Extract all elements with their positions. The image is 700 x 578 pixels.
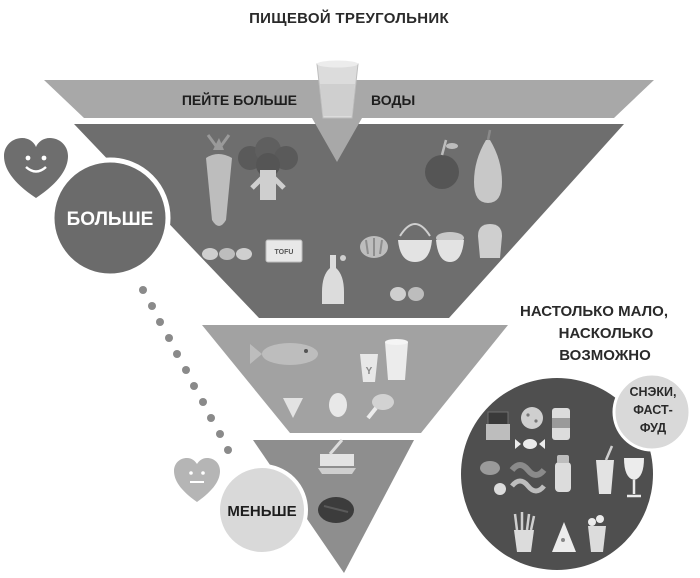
pizza-slice-icon [552, 522, 576, 552]
water-text-left: ПЕЙТЕ БОЛЬШЕ [182, 91, 297, 108]
water-glass-icon [316, 60, 359, 119]
snack-line-2: ФАСТ- [633, 403, 673, 417]
more-circle [49, 157, 171, 279]
snack-line-1: СНЭКИ, [629, 385, 676, 399]
diagram-title: ПИЩЕВОЙ ТРЕУГОЛЬНИК [249, 9, 449, 27]
bread-icon [360, 236, 388, 258]
milk-glass-icon [385, 339, 408, 380]
pear-icon [474, 129, 502, 203]
snack-icons [480, 407, 644, 552]
bacon-icon [509, 462, 547, 494]
salt-shaker-icon [555, 455, 571, 492]
butter-icon [318, 439, 356, 474]
candy-icon [515, 439, 545, 449]
soda-can-icon [552, 408, 570, 440]
minimal-line-2: НАСКОЛЬКО [559, 325, 654, 342]
grain-bowl-icon [436, 232, 464, 262]
chicken-leg-icon [366, 394, 394, 420]
middle-band [202, 325, 508, 433]
sausage-icon [480, 461, 506, 495]
wine-glass-icon [624, 458, 644, 498]
apple-icon [425, 139, 459, 189]
carrot-icon [206, 134, 232, 226]
water-text-right: ВОДЫ [371, 92, 415, 108]
broccoli-icon [238, 137, 298, 200]
beans-icon [202, 248, 252, 260]
happy-heart-icon [4, 138, 68, 198]
cheese-icon [283, 398, 303, 418]
more-label: БОЛЬШЕ [67, 209, 154, 230]
neutral-heart-icon [174, 458, 220, 502]
noodles-icon [398, 223, 432, 262]
fish-icon [250, 343, 318, 365]
snack-label-bubble [612, 372, 692, 452]
oil-bottle-icon [322, 255, 346, 304]
less-label: МЕНЬШЕ [227, 503, 296, 520]
less-circle [216, 464, 308, 556]
yogurt-icon: Y [360, 354, 378, 382]
water-notch [312, 118, 362, 162]
chocolate-bar-icon [486, 411, 510, 440]
fries-icon [513, 512, 536, 552]
steak-icon [318, 497, 354, 523]
more-less-dotted-line [139, 286, 232, 454]
svg-text:Y: Y [366, 366, 373, 377]
soda-glass-icon [596, 445, 614, 494]
nuts-icon [390, 287, 424, 301]
snack-line-3: ФУД [640, 421, 666, 435]
tofu-label: TOFU [275, 249, 294, 256]
minimal-line-1: НАСТОЛЬКО МАЛО, [520, 303, 668, 320]
minimal-line-3: ВОЗМОЖНО [559, 347, 651, 364]
toast-icon [478, 224, 502, 258]
cookie-icon [521, 407, 543, 429]
popcorn-icon [588, 515, 606, 552]
egg-icon [329, 393, 347, 417]
tofu-icon: TOFU [265, 239, 303, 263]
